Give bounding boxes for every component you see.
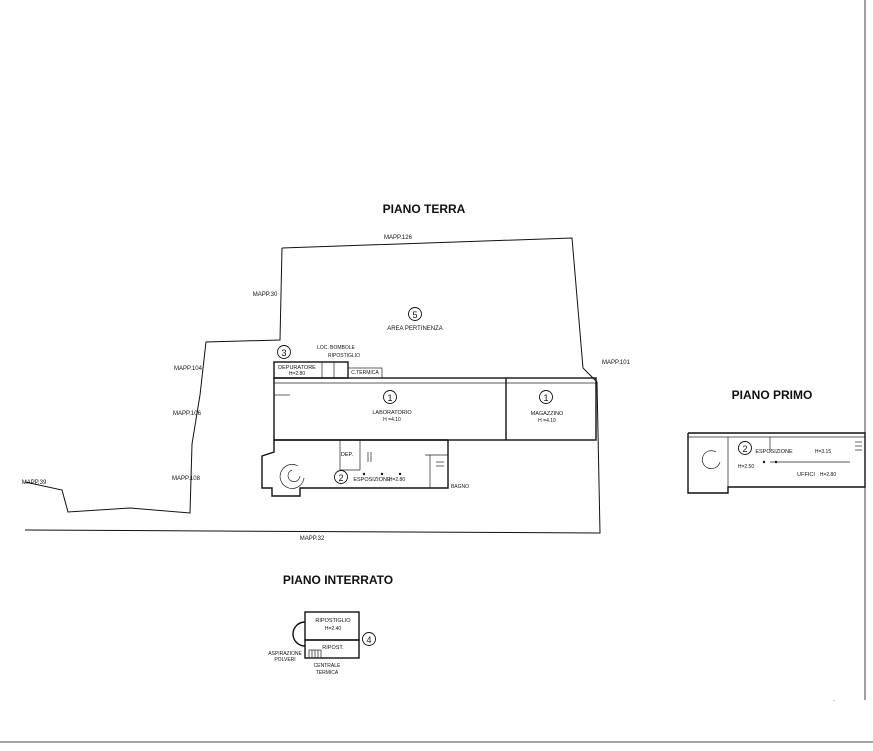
building-lower-block bbox=[261, 440, 449, 497]
depuratore-number-circle bbox=[277, 345, 291, 359]
esposizione-label: ESPOSIZIONE bbox=[353, 477, 391, 483]
stray-mark: ` bbox=[833, 701, 835, 707]
loc-bombole-label: LOC. BOMBOLE bbox=[317, 345, 355, 351]
esposizione-height: H=2.80 bbox=[389, 477, 405, 483]
uffici-label: UFFICI bbox=[797, 472, 815, 478]
column-dot bbox=[762, 460, 766, 464]
aspirazione-label-1: ASPIRAZIONE bbox=[268, 651, 302, 657]
c-termica-room bbox=[347, 367, 383, 379]
first-floor-number-circle bbox=[738, 441, 752, 455]
centrale-label-1: CENTRALE bbox=[314, 663, 341, 669]
magazzino-number: 1 bbox=[543, 393, 548, 403]
basement-ripost-label: RIPOST. bbox=[322, 645, 344, 651]
basement-building bbox=[292, 611, 360, 659]
building-upper-block bbox=[273, 377, 597, 441]
basement-number: 4 bbox=[366, 635, 371, 645]
column-dot bbox=[774, 460, 778, 464]
aspirazione-label-2: POLVERI bbox=[274, 657, 295, 663]
parcel-label-west-b: MAPP.106 bbox=[173, 411, 202, 417]
parcel-label-south: MAPP.32 bbox=[300, 536, 325, 542]
parcel-label-west-c: MAPP.108 bbox=[172, 476, 201, 482]
ground-floor-title: PIANO TERRA bbox=[383, 202, 466, 216]
column-dot bbox=[380, 472, 384, 476]
basement-ripostiglio-height: H=2.40 bbox=[325, 626, 341, 632]
parcel-label-northwest: MAPP.30 bbox=[253, 292, 278, 298]
depuratore-height: H=2.80 bbox=[289, 371, 305, 377]
basement-ripostiglio-2 bbox=[304, 639, 360, 659]
esposizione-number: 2 bbox=[338, 473, 343, 483]
column-dot bbox=[398, 472, 402, 476]
bagno-label: BAGNO bbox=[451, 484, 469, 490]
depuratore-number: 3 bbox=[281, 348, 286, 358]
column-dot bbox=[362, 472, 366, 476]
first-floor-spiral-stair bbox=[701, 450, 721, 470]
magazzino-number-circle bbox=[539, 390, 553, 404]
area-number: 5 bbox=[412, 310, 417, 320]
area-number-circle bbox=[408, 307, 422, 321]
property-boundary bbox=[24, 237, 601, 534]
parcel-label-north: MAPP.126 bbox=[384, 235, 413, 241]
uffici-height: H=2.80 bbox=[820, 472, 836, 478]
first-floor-number: 2 bbox=[742, 444, 747, 454]
property-boundary-west bbox=[24, 247, 283, 514]
depuratore-label: DEPURATORE bbox=[278, 365, 316, 371]
laboratorio-number: 1 bbox=[387, 393, 392, 403]
esposizione-number-circle bbox=[334, 470, 348, 484]
ripostiglio-label: RIPOSTIGLIO bbox=[328, 353, 360, 359]
first-floor-height-1: H=3.15 bbox=[815, 449, 831, 455]
first-floor-height-2: H=2.50 bbox=[738, 464, 754, 470]
spiral-stair-inner bbox=[287, 469, 301, 482]
first-floor-esposizione-label: ESPOSIZIONE bbox=[755, 449, 793, 455]
first-floor-title: PIANO PRIMO bbox=[732, 388, 813, 402]
magazzino-label: MAGAZZINO bbox=[531, 411, 564, 417]
basement-number-circle bbox=[362, 632, 376, 646]
deposito-label: DEP. bbox=[341, 452, 354, 458]
parcel-label-west-a: MAPP.104 bbox=[174, 366, 203, 372]
area-pertinenza-label: AREA PERTINENZA bbox=[387, 326, 443, 332]
centrale-label-2: TERMICA bbox=[316, 670, 339, 676]
basement-ripostiglio-label: RIPOSTIGLIO bbox=[315, 618, 351, 624]
laboratorio-label: LABORATORIO bbox=[372, 410, 412, 416]
laboratorio-number-circle bbox=[383, 390, 397, 404]
parcel-label-east: MAPP.101 bbox=[602, 360, 631, 366]
basement-title: PIANO INTERRATO bbox=[283, 573, 393, 587]
basement-aspirazione-bay bbox=[292, 621, 306, 647]
c-termica-label: C.TERMICA bbox=[351, 370, 379, 376]
magazzino-height: H =4.10 bbox=[538, 418, 556, 424]
laboratorio-height: H =4.10 bbox=[383, 417, 401, 423]
parcel-label-far-west: MAPP.39 bbox=[22, 480, 47, 486]
spiral-stair bbox=[279, 464, 305, 489]
main-building bbox=[261, 361, 597, 497]
first-floor-building bbox=[687, 432, 866, 494]
